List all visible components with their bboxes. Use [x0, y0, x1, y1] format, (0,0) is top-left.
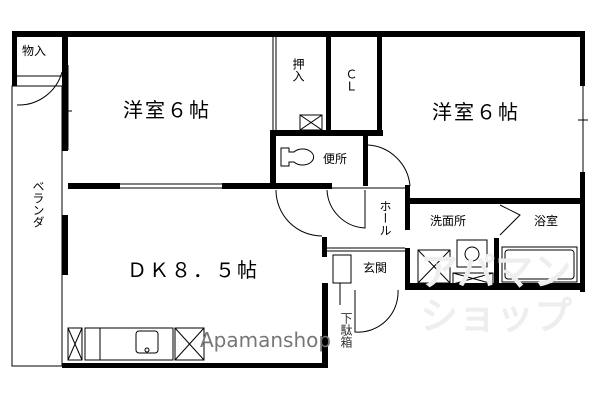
- label-storage: 物入: [22, 44, 47, 58]
- label-dk: ＤＫ８．５帖: [127, 258, 259, 282]
- label-entrance: 玄関: [363, 261, 388, 275]
- label-closet: ＣＬ: [344, 68, 358, 92]
- fixtures: [11, 37, 588, 367]
- label-veranda: ベランダ: [31, 180, 45, 228]
- label-western-room-2: 洋室６帖: [432, 100, 520, 124]
- label-toilet: 便所: [323, 152, 348, 166]
- label-washroom: 洗面所: [430, 214, 467, 228]
- label-bath: 浴室: [534, 214, 559, 228]
- label-shoe-box: 下駄箱: [339, 312, 353, 348]
- label-western-room-1: 洋室６帖: [123, 98, 211, 122]
- label-hall: ホール: [378, 200, 392, 236]
- walls: [12, 31, 585, 368]
- watermark-brand: Apamanshop: [200, 328, 332, 352]
- label-oshiire: 押入: [291, 58, 305, 82]
- watermark-japanese: アパマンショップ: [420, 250, 573, 338]
